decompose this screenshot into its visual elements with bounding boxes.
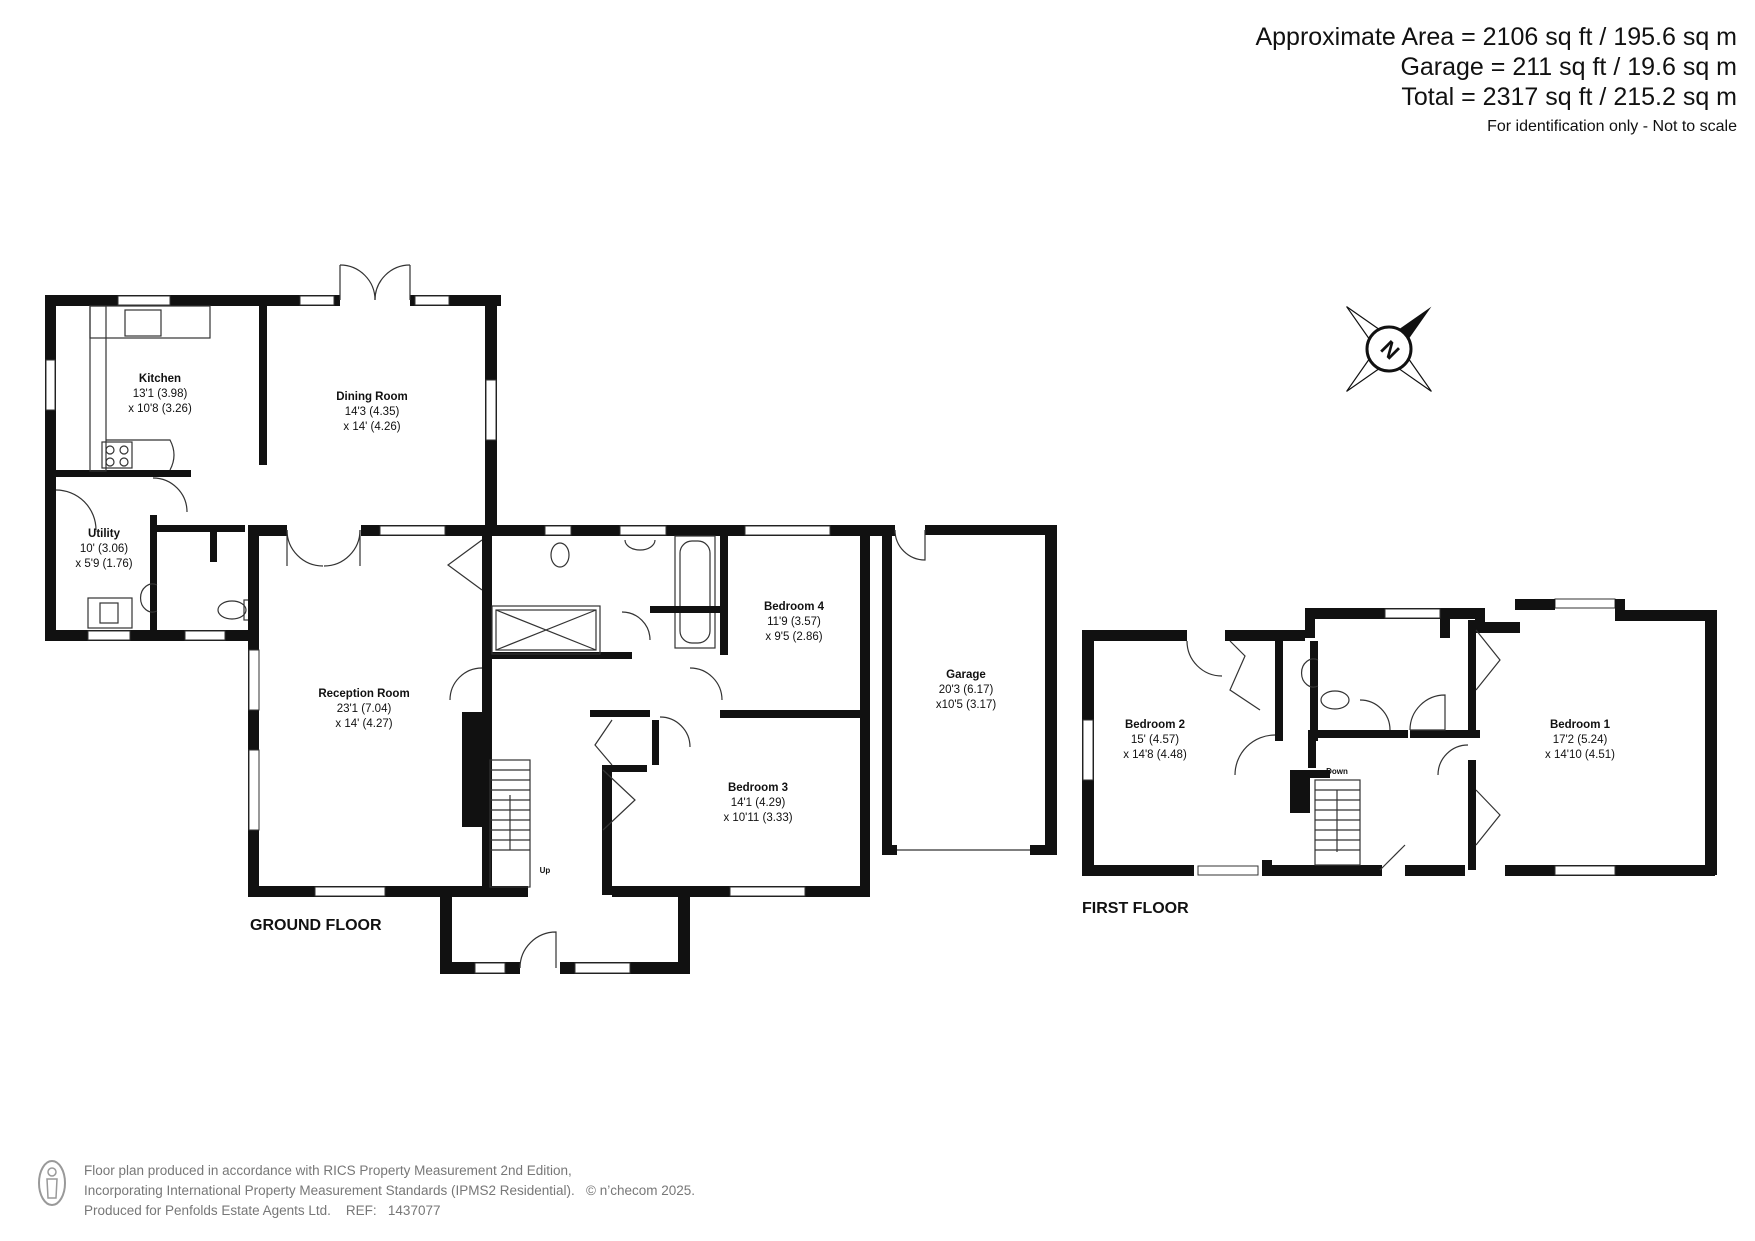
first-floor-plan xyxy=(1082,598,1717,876)
footer-line-1: Floor plan produced in accordance with R… xyxy=(84,1163,572,1178)
bedroom1-name: Bedroom 1 xyxy=(1550,719,1611,731)
utility-dim1: 10' (3.06) xyxy=(80,543,128,555)
reception-room-name: Reception Room xyxy=(318,688,409,700)
garage-dim2: x10'5 (3.17) xyxy=(936,699,997,711)
reception-room-dim1: 23'1 (7.04) xyxy=(337,703,392,715)
bedroom3-dim1: 14'1 (4.29) xyxy=(731,797,786,809)
utility-name: Utility xyxy=(88,528,121,540)
approximate-area: Approximate Area = 2106 sq ft / 195.6 sq… xyxy=(1255,23,1737,51)
stairs-down-label: Down xyxy=(1326,767,1348,776)
first-floor-label: FIRST FLOOR xyxy=(1082,900,1189,917)
area-summary: Approximate Area = 2106 sq ft / 195.6 sq… xyxy=(1255,22,1737,140)
bedroom4-dim1: 11'9 (3.57) xyxy=(767,616,821,628)
kitchen-dim1: 13'1 (3.98) xyxy=(133,388,188,400)
bedroom4-name: Bedroom 4 xyxy=(764,601,825,613)
bedroom2-dim2: x 14'8 (4.48) xyxy=(1123,749,1187,761)
utility-dim2: x 5'9 (1.76) xyxy=(75,558,132,570)
ground-floor-label: GROUND FLOOR xyxy=(250,917,382,934)
kitchen-name: Kitchen xyxy=(139,373,181,385)
bedroom2-name: Bedroom 2 xyxy=(1125,719,1185,731)
ground-floor-plan xyxy=(45,264,1057,976)
footer-credits: Floor plan produced in accordance with R… xyxy=(84,1161,695,1221)
compass-rose-icon xyxy=(1346,306,1432,392)
kitchen-dim2: x 10'8 (3.26) xyxy=(128,403,192,415)
garage-name: Garage xyxy=(946,669,986,681)
dining-room-dim1: 14'3 (4.35) xyxy=(345,406,400,418)
bedroom3-name: Bedroom 3 xyxy=(728,782,788,794)
bedroom1-dim1: 17'2 (5.24) xyxy=(1553,734,1608,746)
bedroom3-dim2: x 10'11 (3.33) xyxy=(723,812,792,824)
scale-note: For identification only - Not to scale xyxy=(1487,118,1737,135)
dining-room-name: Dining Room xyxy=(336,391,408,403)
dining-room-dim2: x 14' (4.26) xyxy=(343,421,400,433)
footer-line-2: Incorporating International Property Mea… xyxy=(84,1183,696,1198)
bedroom1-dim2: x 14'10 (4.51) xyxy=(1545,749,1615,761)
bedroom4-dim2: x 9'5 (2.86) xyxy=(765,631,822,643)
person-logo-icon xyxy=(38,1160,66,1206)
footer-line-3: Produced for Penfolds Estate Agents Ltd.… xyxy=(84,1203,441,1218)
bedroom2-dim1: 15' (4.57) xyxy=(1131,734,1179,746)
total-area: Total = 2317 sq ft / 215.2 sq m xyxy=(1401,83,1737,111)
garage-area: Garage = 211 sq ft / 19.6 sq m xyxy=(1400,53,1737,81)
reception-room-dim2: x 14' (4.27) xyxy=(335,718,392,730)
stairs-up-label: Up xyxy=(540,866,551,875)
garage-dim1: 20'3 (6.17) xyxy=(939,684,994,696)
